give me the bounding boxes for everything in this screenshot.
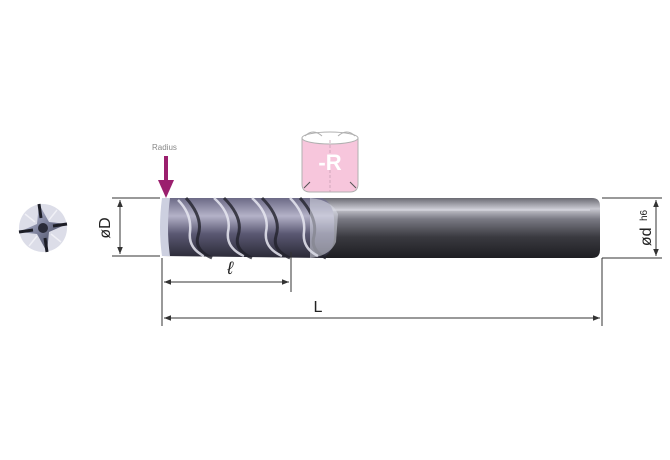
shank-diameter-dimension (602, 197, 662, 259)
flute-length-dimension (161, 252, 292, 326)
radius-arrow (158, 156, 174, 198)
corner-radius-label: -R (318, 150, 341, 175)
cutting-diameter-label: øD (97, 217, 114, 238)
cutting-diameter-dimension (112, 197, 160, 257)
end-mill-end-view-icon (18, 203, 68, 253)
radius-label: Radius (152, 143, 177, 152)
overall-length-label: L (314, 299, 323, 316)
shank-diameter-label-group: ød h6 (638, 209, 655, 246)
svg-text:ød h6: ød h6 (638, 209, 655, 246)
corner-radius-callout: -R (301, 131, 359, 193)
end-mill-side-view (160, 196, 600, 260)
shank-tolerance: h6 (639, 209, 650, 221)
flute-length-label: ℓ (226, 258, 234, 278)
overall-length-dimension (164, 258, 603, 326)
shank-diameter-symbol: ød (638, 227, 655, 246)
